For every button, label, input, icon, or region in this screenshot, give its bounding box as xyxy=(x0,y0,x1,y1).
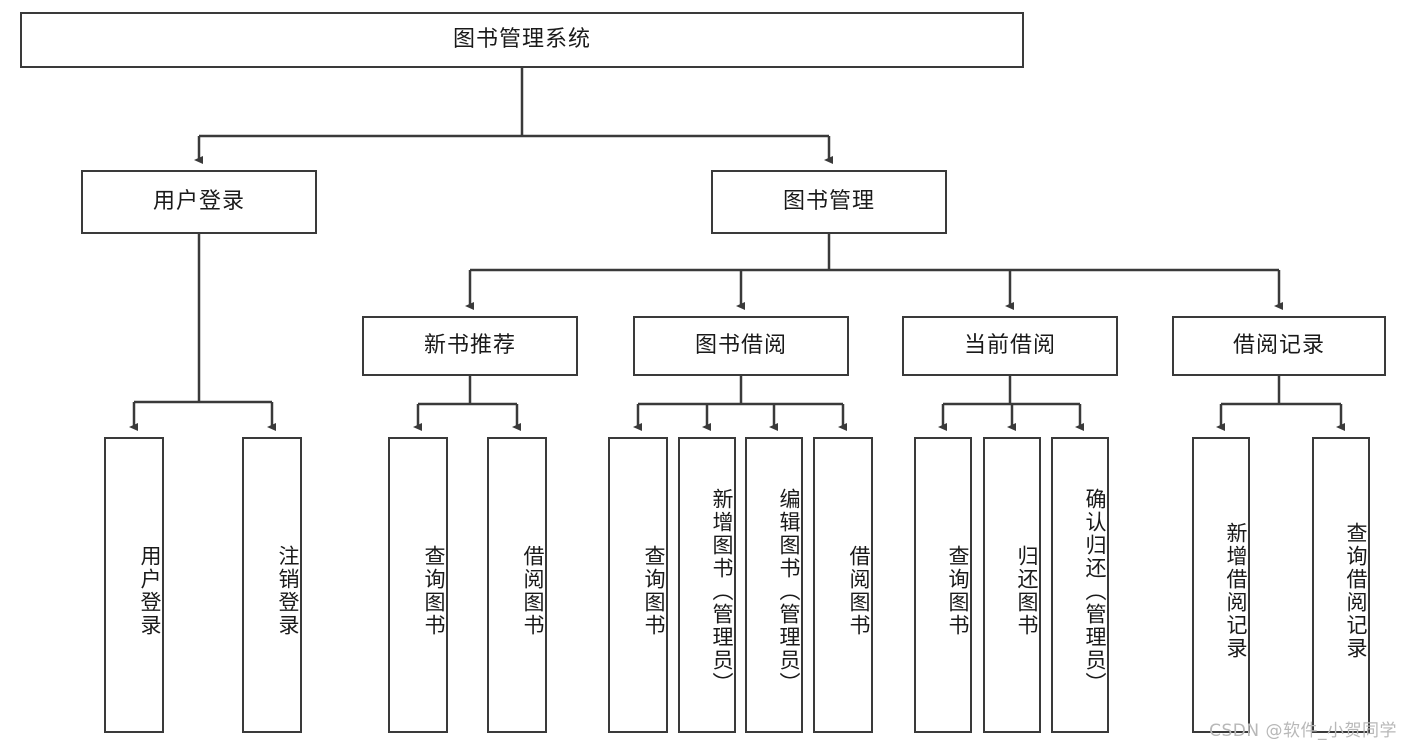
node-leaf-query-book-1[interactable]: 查询图书 xyxy=(388,437,448,733)
node-new-book-recommend-label: 新书推荐 xyxy=(423,332,516,358)
node-leaf-query-book-1-label: 查询图书 xyxy=(422,545,446,637)
node-leaf-user-login-label: 用户登录 xyxy=(138,545,162,637)
node-book-manage[interactable]: 图书管理 xyxy=(711,170,947,234)
node-leaf-add-borrow-record[interactable]: 新增借阅记录 xyxy=(1192,437,1250,733)
node-borrow-record-label: 借阅记录 xyxy=(1232,332,1325,358)
node-borrow-record[interactable]: 借阅记录 xyxy=(1172,316,1386,376)
node-leaf-query-book-3-label: 查询图书 xyxy=(946,545,970,637)
node-book-borrow[interactable]: 图书借阅 xyxy=(633,316,849,376)
node-leaf-confirm-return-label: 确认归还（管理员） xyxy=(1083,487,1107,695)
node-root-label: 图书管理系统 xyxy=(452,26,591,52)
node-leaf-logout-login-label: 注销登录 xyxy=(276,545,300,637)
node-leaf-edit-book[interactable]: 编辑图书（管理员） xyxy=(745,437,803,733)
node-current-borrow[interactable]: 当前借阅 xyxy=(902,316,1118,376)
node-leaf-query-borrow-record-label: 查询借阅记录 xyxy=(1344,522,1368,660)
node-leaf-borrow-book-1-label: 借阅图书 xyxy=(521,545,545,637)
node-leaf-query-book-2-label: 查询图书 xyxy=(642,545,666,637)
node-leaf-query-borrow-record[interactable]: 查询借阅记录 xyxy=(1312,437,1370,733)
node-leaf-query-book-2[interactable]: 查询图书 xyxy=(608,437,668,733)
node-leaf-return-book-label: 归还图书 xyxy=(1015,545,1039,637)
node-leaf-query-book-3[interactable]: 查询图书 xyxy=(914,437,972,733)
node-leaf-add-borrow-record-label: 新增借阅记录 xyxy=(1224,522,1248,660)
node-leaf-user-login[interactable]: 用户登录 xyxy=(104,437,164,733)
node-user-login-label: 用户登录 xyxy=(152,188,245,214)
csdn-watermark: CSDN @软件_小贺同学 xyxy=(1209,721,1397,741)
node-leaf-borrow-book-2[interactable]: 借阅图书 xyxy=(813,437,873,733)
node-leaf-borrow-book-2-label: 借阅图书 xyxy=(847,545,871,637)
node-leaf-logout-login[interactable]: 注销登录 xyxy=(242,437,302,733)
node-leaf-confirm-return[interactable]: 确认归还（管理员） xyxy=(1051,437,1109,733)
node-leaf-edit-book-label: 编辑图书（管理员） xyxy=(777,487,801,695)
node-leaf-add-book-label: 新增图书（管理员） xyxy=(710,487,734,695)
node-root[interactable]: 图书管理系统 xyxy=(20,12,1024,68)
node-leaf-add-book[interactable]: 新增图书（管理员） xyxy=(678,437,736,733)
node-book-manage-label: 图书管理 xyxy=(782,188,875,214)
node-user-login[interactable]: 用户登录 xyxy=(81,170,317,234)
node-leaf-return-book[interactable]: 归还图书 xyxy=(983,437,1041,733)
node-leaf-borrow-book-1[interactable]: 借阅图书 xyxy=(487,437,547,733)
node-current-borrow-label: 当前借阅 xyxy=(963,332,1056,358)
node-book-borrow-label: 图书借阅 xyxy=(694,332,787,358)
node-new-book-recommend[interactable]: 新书推荐 xyxy=(362,316,578,376)
